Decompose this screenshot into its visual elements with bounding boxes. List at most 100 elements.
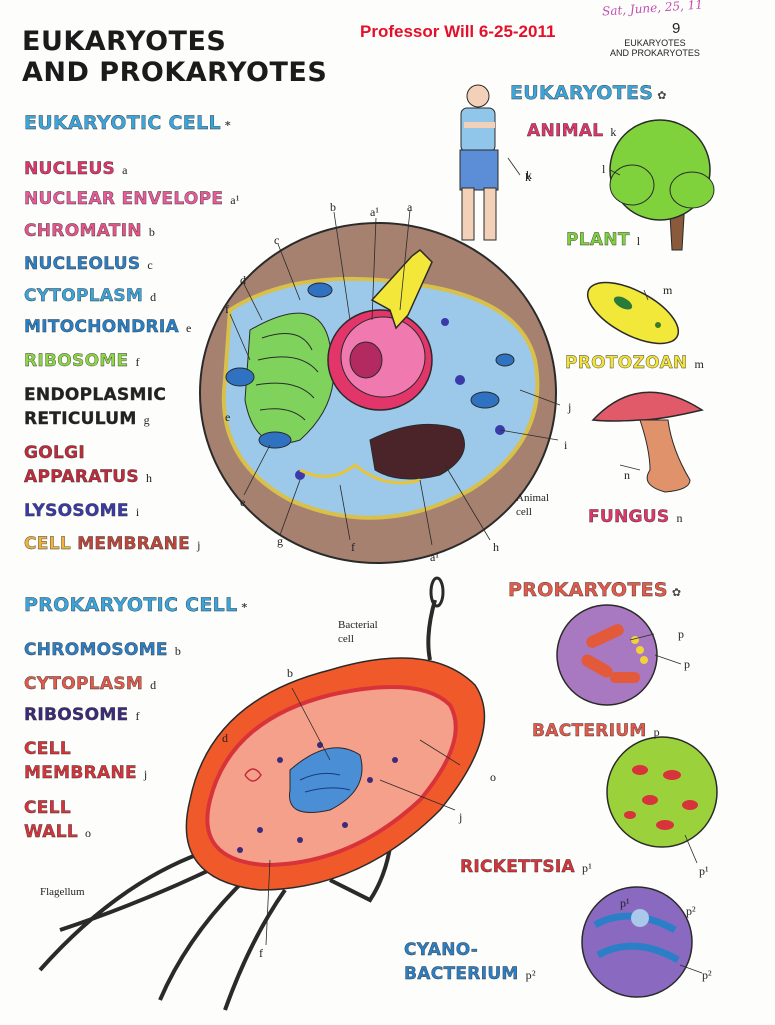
pointer-letter: a¹ (430, 550, 439, 564)
part-label: RIBOSOME (24, 351, 129, 371)
organism-label: CYANO- (404, 940, 479, 960)
part-letter: d (150, 678, 157, 692)
part-label: CYTOPLASM (24, 674, 144, 694)
pointer-letter: e (240, 495, 246, 509)
pointer-letter: k (525, 170, 531, 184)
prokaryotes-heading: PROKARYOTES✿ (508, 579, 681, 604)
page-title: EUKARYOTES AND PROKARYOTES (22, 26, 327, 88)
title-line-2: AND PROKARYOTES (22, 57, 328, 88)
part-chromosome: CHROMOSOME b (24, 639, 181, 662)
pointer-letter: j (568, 400, 572, 414)
pointer-letter: d (222, 731, 228, 745)
bacterial-cell-illustration (38, 576, 486, 1011)
part-label: NUCLEAR ENVELOPE (24, 189, 224, 209)
eukaryotic-cell-heading-text: EUKARYOTIC CELL (24, 112, 221, 134)
animal-man-illustration (459, 84, 499, 241)
rickettsia-circle-illustration (606, 736, 718, 848)
part-label: NUCLEUS (24, 159, 116, 179)
bacterial-cell-caption: Bacterial cell (338, 619, 378, 645)
organism-letter: l (636, 234, 641, 248)
part-label: APPARATUS (24, 467, 139, 487)
flower-icon: ✿ (657, 89, 667, 102)
page-number: 9 (672, 20, 681, 37)
pointer-letter: i (564, 438, 568, 452)
part-label: CELL (24, 534, 71, 554)
eukaryotic-cell-heading: EUKARYOTIC CELL* (24, 112, 231, 137)
pointer-letter: b (287, 666, 293, 680)
part-letter: c (147, 258, 154, 272)
part-letter: i (135, 505, 140, 519)
organism-label: BACTERIUM (404, 964, 519, 984)
pointer-lines (229, 157, 703, 974)
corner-header: EUKARYOTES AND PROKARYOTES (610, 38, 700, 58)
part-label: WALL (24, 822, 79, 842)
organism-label: ANIMAL (527, 121, 604, 141)
pointer-letter: p² (702, 968, 712, 982)
fungus-illustration (591, 391, 704, 493)
part-label: CELL (24, 798, 71, 818)
part-cell: CELL (24, 738, 78, 761)
part-lysosome: LYSOSOME i (24, 500, 139, 523)
part-label: ENDOPLASMIC (24, 385, 167, 405)
plant-tree-illustration (609, 119, 715, 251)
star-icon: * (224, 119, 231, 132)
flagellum-caption: Flagellum (40, 886, 85, 898)
organism-label: FUNGUS (588, 507, 670, 527)
part-reticulum: RETICULUM g (24, 408, 150, 431)
part-letter: j (197, 538, 201, 552)
part-nucleolus: NUCLEOLUS c (24, 253, 153, 276)
pointer-letter: b (330, 200, 336, 214)
part-label: RIBOSOME (24, 705, 129, 725)
pointer-letter: m (663, 283, 673, 297)
pointer-letter: j (459, 810, 463, 824)
pointer-letter: a¹ (370, 205, 379, 219)
part-letter: b (174, 644, 182, 658)
part-letter: a¹ (230, 193, 240, 207)
organism-bacterium: BACTERIUM p (532, 720, 660, 743)
pointer-letter: p¹ (620, 896, 630, 910)
organism-letter: p² (525, 968, 536, 982)
part-cell: CELL (24, 797, 78, 820)
organism-letter: p (653, 725, 660, 739)
corner-header-line-1: EUKARYOTES (624, 38, 686, 48)
prokaryotic-cell-heading: PROKARYOTIC CELL* (24, 594, 248, 619)
pointer-letter: p (678, 627, 684, 641)
part-label: CHROMOSOME (24, 640, 168, 660)
part-letter: g (143, 413, 150, 427)
flower-icon: ✿ (671, 586, 682, 599)
corner-header-line-2: AND PROKARYOTES (610, 48, 700, 58)
organism-letter: n (676, 511, 683, 525)
part-letter: o (85, 826, 92, 840)
part-letter: f (135, 355, 140, 369)
part-label: CHROMATIN (24, 221, 142, 241)
part-label: GOLGI (24, 443, 86, 463)
star-icon: * (241, 601, 248, 614)
organism-cyanobacterium: BACTERIUM p² (404, 963, 536, 986)
organism-label: BACTERIUM (532, 721, 647, 741)
organism-label: RICKETTSIA (460, 857, 575, 877)
eukaryotes-heading-text: EUKARYOTES (510, 82, 654, 104)
organism-letter: k (610, 125, 617, 139)
part-label: LYSOSOME (24, 501, 129, 521)
pointer-letter: h (493, 540, 499, 554)
part-label: NUCLEOLUS (24, 254, 141, 274)
part-label: CELL (24, 739, 71, 759)
part-letter: d (150, 290, 157, 304)
part-label: MEMBRANE (24, 763, 137, 783)
part-endoplasmic: ENDOPLASMIC (24, 384, 173, 407)
part-label: RETICULUM (24, 409, 137, 429)
cyanobacterium-circle-illustration (581, 886, 693, 998)
professor-annotation: Professor Will 6-25-2011 (360, 22, 556, 41)
pointer-letter: f (351, 540, 355, 554)
organism-label: PROTOZOAN (565, 353, 688, 373)
pointer-letter: k (526, 168, 532, 182)
title-line-1: EUKARYOTES (22, 26, 227, 57)
pointer-letter: p (684, 657, 690, 671)
